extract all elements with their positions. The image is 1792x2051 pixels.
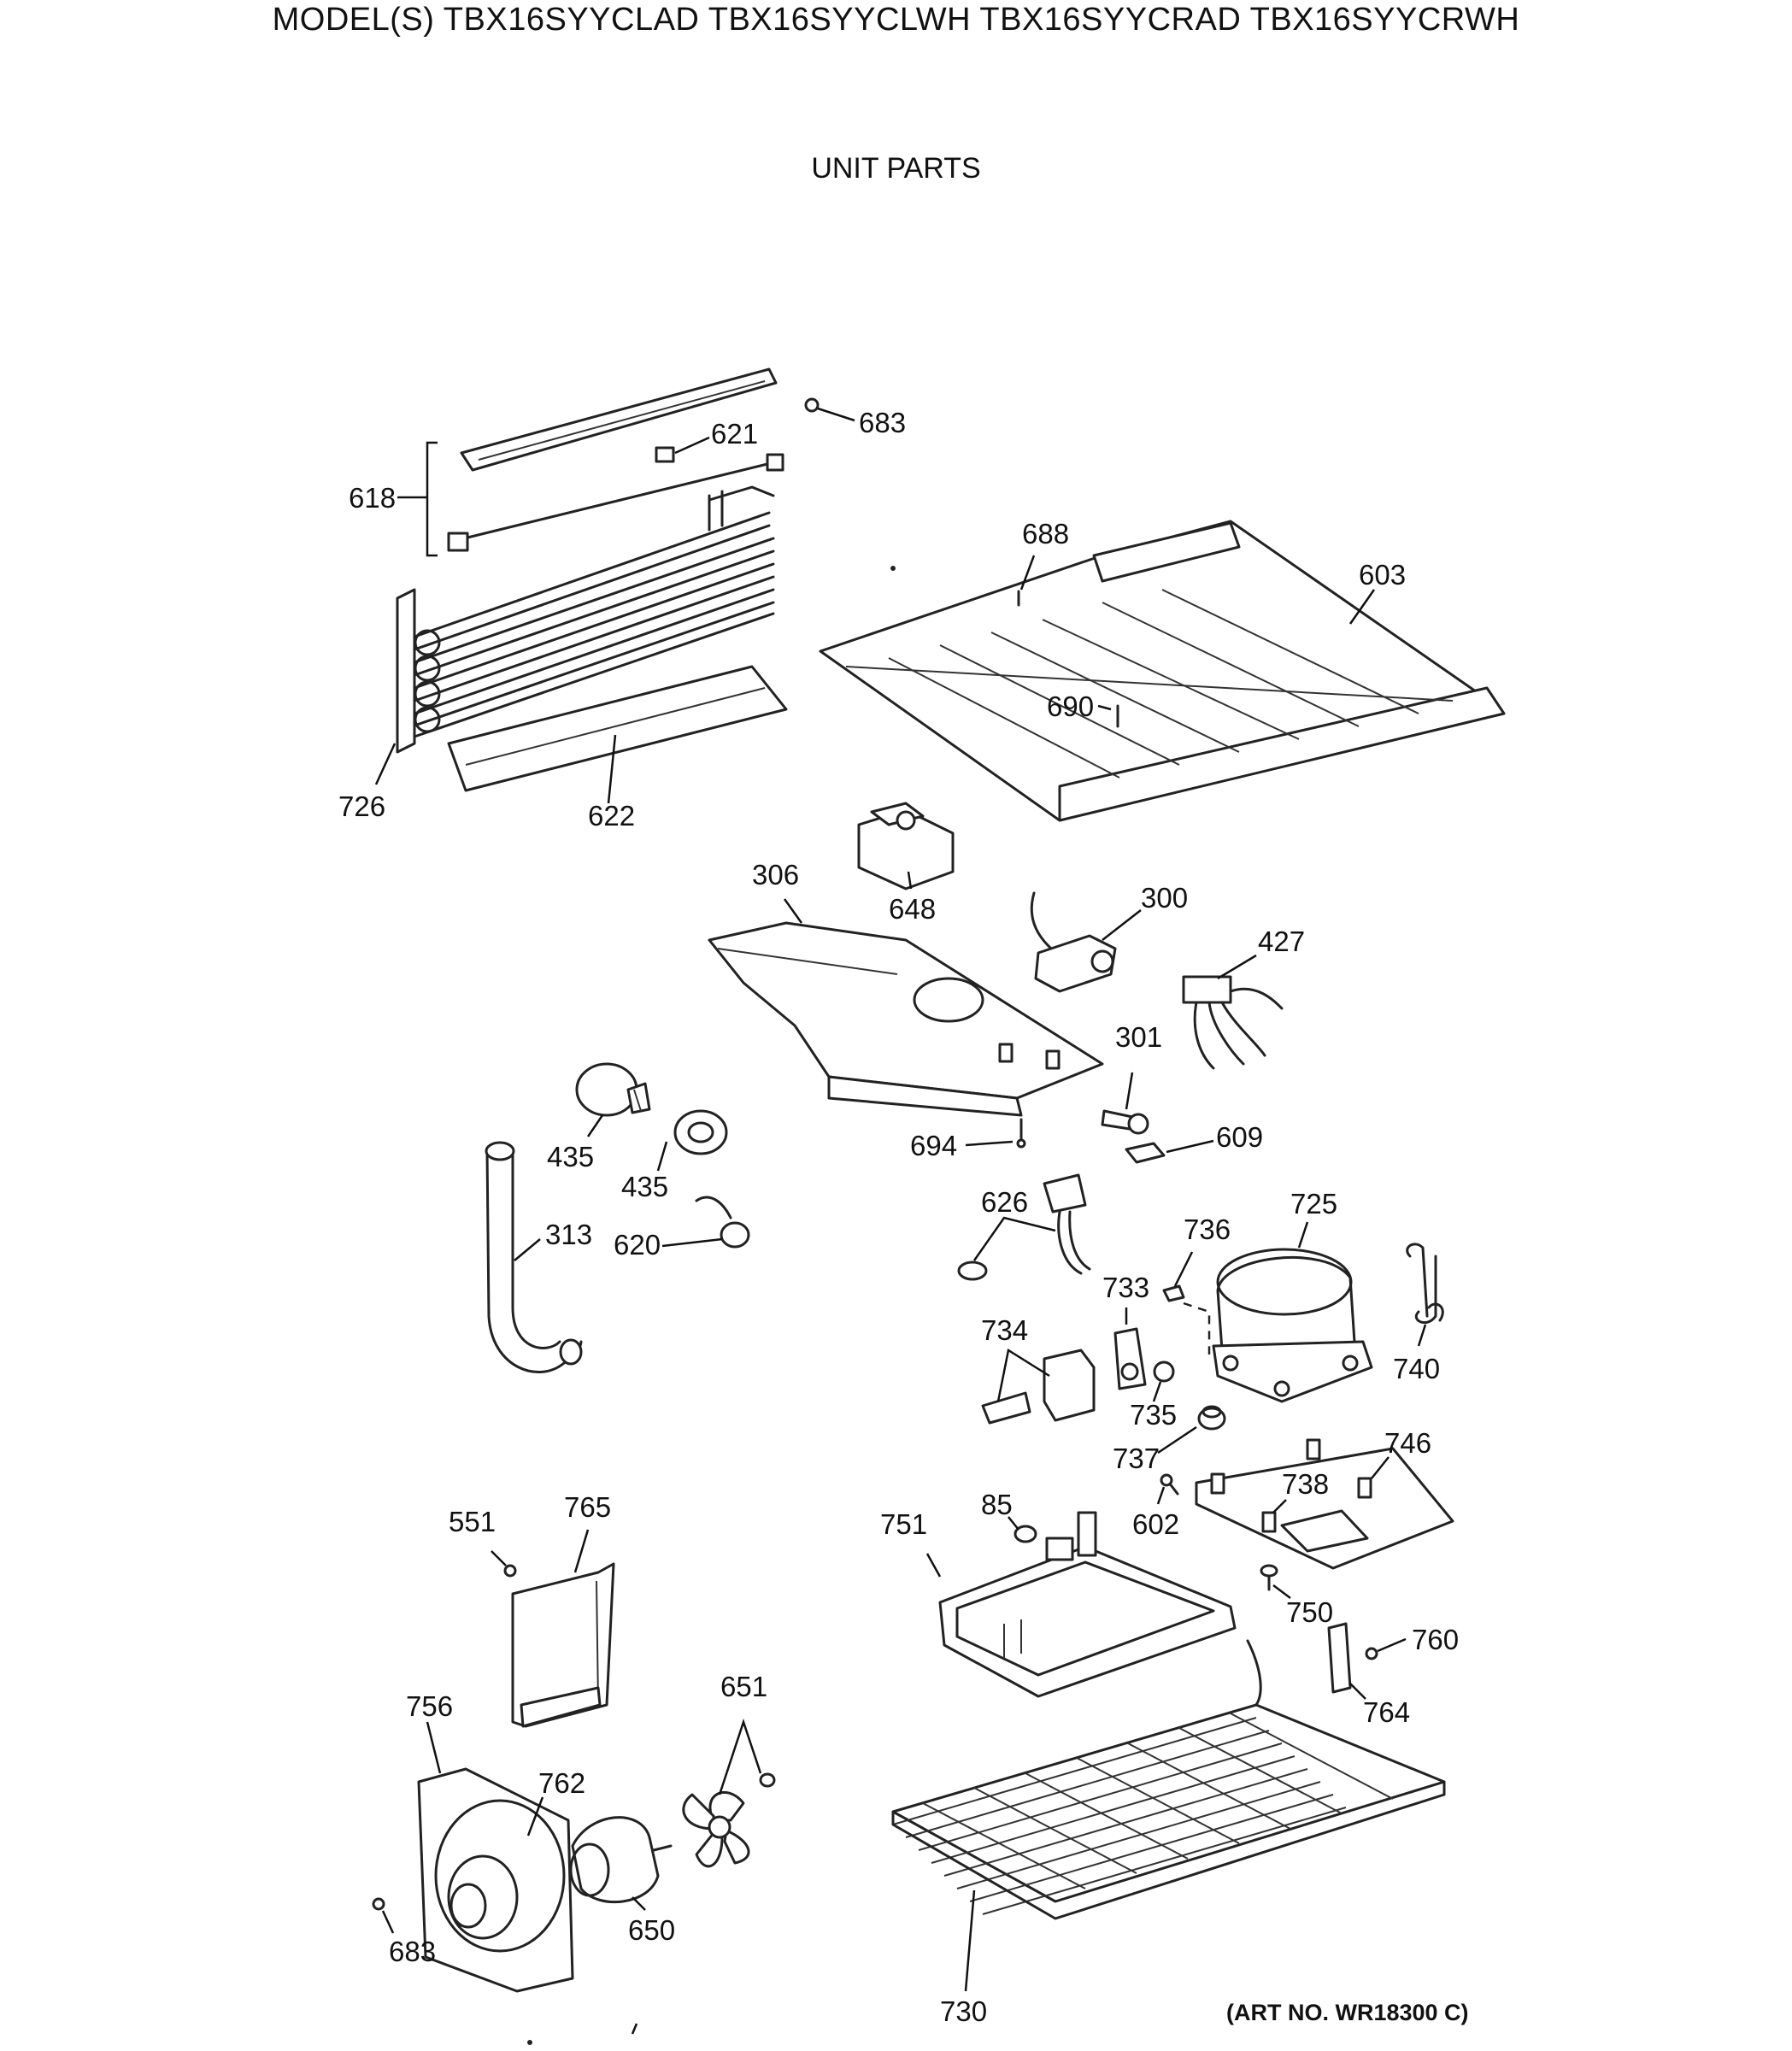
callout-609: 609 bbox=[1216, 1121, 1263, 1153]
part-648-defrost-timer bbox=[857, 802, 955, 890]
callout-733: 733 bbox=[1102, 1272, 1149, 1303]
callout-313: 313 bbox=[545, 1219, 592, 1250]
callout-735: 735 bbox=[1130, 1399, 1177, 1431]
callout-688: 688 bbox=[1022, 518, 1069, 549]
part-427-wire-harness bbox=[1182, 975, 1284, 1070]
part-306-control-housing bbox=[708, 921, 1104, 1117]
part-301-capacitor bbox=[1101, 1109, 1149, 1135]
callout-726: 726 bbox=[338, 790, 385, 822]
part-737-grommet bbox=[1197, 1405, 1226, 1431]
part-620-light-switch bbox=[695, 1196, 750, 1249]
callout-738: 738 bbox=[1282, 1468, 1329, 1500]
callout-85: 85 bbox=[981, 1489, 1013, 1520]
section-title: UNIT PARTS bbox=[811, 152, 981, 185]
part-746-compressor-baseplate bbox=[1195, 1438, 1454, 1570]
callout-602: 602 bbox=[1132, 1508, 1179, 1540]
callout-620: 620 bbox=[614, 1229, 661, 1261]
part-765-cover bbox=[511, 1562, 615, 1728]
callout-650: 650 bbox=[628, 1914, 675, 1946]
callout-618: 618 bbox=[349, 482, 396, 514]
part-626-power-cord bbox=[957, 1173, 1091, 1281]
callout-301: 301 bbox=[1115, 1021, 1162, 1053]
callout-300: 300 bbox=[1141, 882, 1188, 914]
callout-756: 756 bbox=[406, 1690, 453, 1722]
part-730-condenser bbox=[891, 1639, 1446, 1920]
callout-746: 746 bbox=[1384, 1427, 1431, 1459]
part-750-screw bbox=[1260, 1564, 1278, 1591]
callout-725: 725 bbox=[1290, 1188, 1337, 1219]
callout-762: 762 bbox=[538, 1767, 585, 1799]
callout-734: 734 bbox=[981, 1314, 1028, 1346]
callout-764: 764 bbox=[1363, 1696, 1410, 1728]
model-list-heading: MODEL(S) TBX16SYYCLAD TBX16SYYCLWH TBX16… bbox=[272, 2, 1520, 38]
part-551-screw bbox=[503, 1564, 517, 1578]
callout-765: 765 bbox=[564, 1491, 611, 1523]
callout-427: 427 bbox=[1258, 926, 1305, 957]
part-435-light-socket bbox=[673, 1109, 728, 1155]
callout-751: 751 bbox=[880, 1508, 927, 1540]
part-651-fan-blade bbox=[682, 1772, 776, 1868]
part-85-clip bbox=[1014, 1525, 1037, 1543]
callout-730: 730 bbox=[940, 1995, 987, 2027]
part-756-fan-shroud bbox=[417, 1767, 574, 1993]
part-313-drain-tube bbox=[485, 1141, 583, 1373]
part-733-relay bbox=[1113, 1327, 1147, 1390]
part-609-switch bbox=[1125, 1142, 1166, 1164]
callout-690: 690 bbox=[1047, 691, 1094, 722]
callout-622: 622 bbox=[588, 800, 635, 832]
part-751-drain-pan bbox=[938, 1511, 1237, 1698]
callout-750: 750 bbox=[1286, 1596, 1333, 1628]
callout-648: 648 bbox=[889, 893, 936, 925]
callout-551: 551 bbox=[449, 1506, 496, 1537]
part-435-light-bulb bbox=[575, 1062, 651, 1117]
callout-683-bottom: 683 bbox=[389, 1936, 436, 1967]
part-618-evaporator-rods bbox=[447, 367, 784, 552]
callout-760: 760 bbox=[1412, 1624, 1459, 1655]
part-740-clip bbox=[1406, 1243, 1444, 1325]
callout-737: 737 bbox=[1113, 1443, 1160, 1474]
callout-603: 603 bbox=[1359, 559, 1406, 591]
callout-621: 621 bbox=[711, 418, 758, 450]
part-734-relay-cover bbox=[981, 1349, 1096, 1425]
callout-736: 736 bbox=[1184, 1214, 1231, 1245]
callout-740: 740 bbox=[1393, 1353, 1440, 1384]
part-736-clip bbox=[1162, 1284, 1185, 1302]
part-726-evaporator-coil bbox=[396, 485, 775, 754]
art-number: (ART NO. WR18300 C) bbox=[1226, 2000, 1469, 2025]
part-650-fan-motor bbox=[569, 1816, 673, 1904]
part-725-compressor bbox=[1212, 1248, 1373, 1403]
part-764-clamp bbox=[1327, 1622, 1352, 1694]
part-622-drain-trough bbox=[447, 665, 788, 792]
callout-694: 694 bbox=[910, 1130, 957, 1161]
callout-651: 651 bbox=[720, 1671, 767, 1702]
callout-683-top: 683 bbox=[859, 407, 906, 438]
part-300-thermostat bbox=[1030, 891, 1117, 993]
callout-306: 306 bbox=[752, 859, 799, 890]
callout-626: 626 bbox=[981, 1186, 1028, 1218]
part-603-evaporator-cover bbox=[819, 520, 1506, 822]
callout-435-socket: 435 bbox=[621, 1171, 668, 1202]
callout-435-bulb: 435 bbox=[547, 1141, 594, 1172]
